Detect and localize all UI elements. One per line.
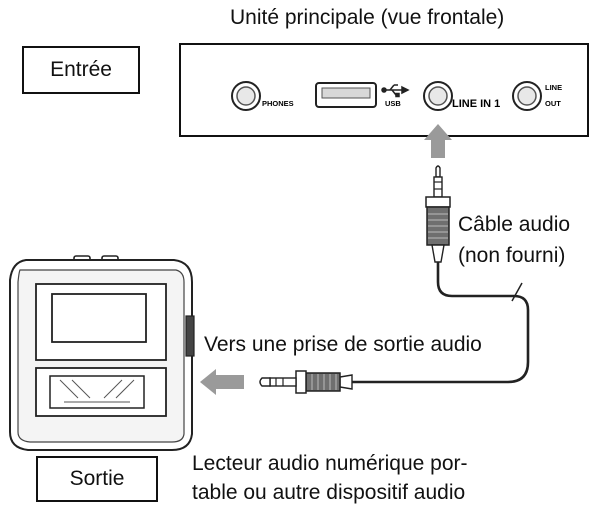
usb-port-label: USB: [385, 99, 401, 108]
cable-label-line1: Câble audio: [458, 213, 571, 236]
output-jack-label: Vers une prise de sortie audio: [204, 333, 482, 356]
usb-port: [315, 82, 377, 108]
line-out-port-label-top: LINE: [545, 83, 562, 92]
phones-port-label: PHONES: [262, 99, 294, 108]
top-audio-plug: [425, 165, 451, 263]
audio-cable: [352, 262, 530, 384]
cable-leader-line: [511, 282, 523, 302]
usb-icon: [381, 84, 410, 98]
line-in-jack: [423, 81, 453, 111]
input-label-box: Entrée: [22, 46, 140, 94]
line-out-jack: [512, 81, 542, 111]
bottom-audio-plug: [259, 370, 353, 394]
output-label-box: Sortie: [36, 456, 158, 502]
device-description-line2: table ou autre dispositif audio: [192, 481, 466, 504]
device-description-line1: Lecteur audio numérique por-: [192, 452, 468, 475]
cable-label-line2: (non fourni): [458, 244, 566, 267]
line-out-port-label-bottom: OUT: [545, 99, 561, 108]
main-unit-title: Unité principale (vue frontale): [230, 6, 505, 29]
input-label: Entrée: [50, 58, 112, 81]
output-label: Sortie: [69, 467, 125, 490]
portable-audio-device: [9, 255, 195, 451]
output-arrow-icon: [200, 369, 244, 395]
phones-jack: [231, 81, 261, 111]
line-in-port-label: LINE IN 1: [452, 98, 500, 110]
input-arrow-icon: [424, 124, 452, 158]
